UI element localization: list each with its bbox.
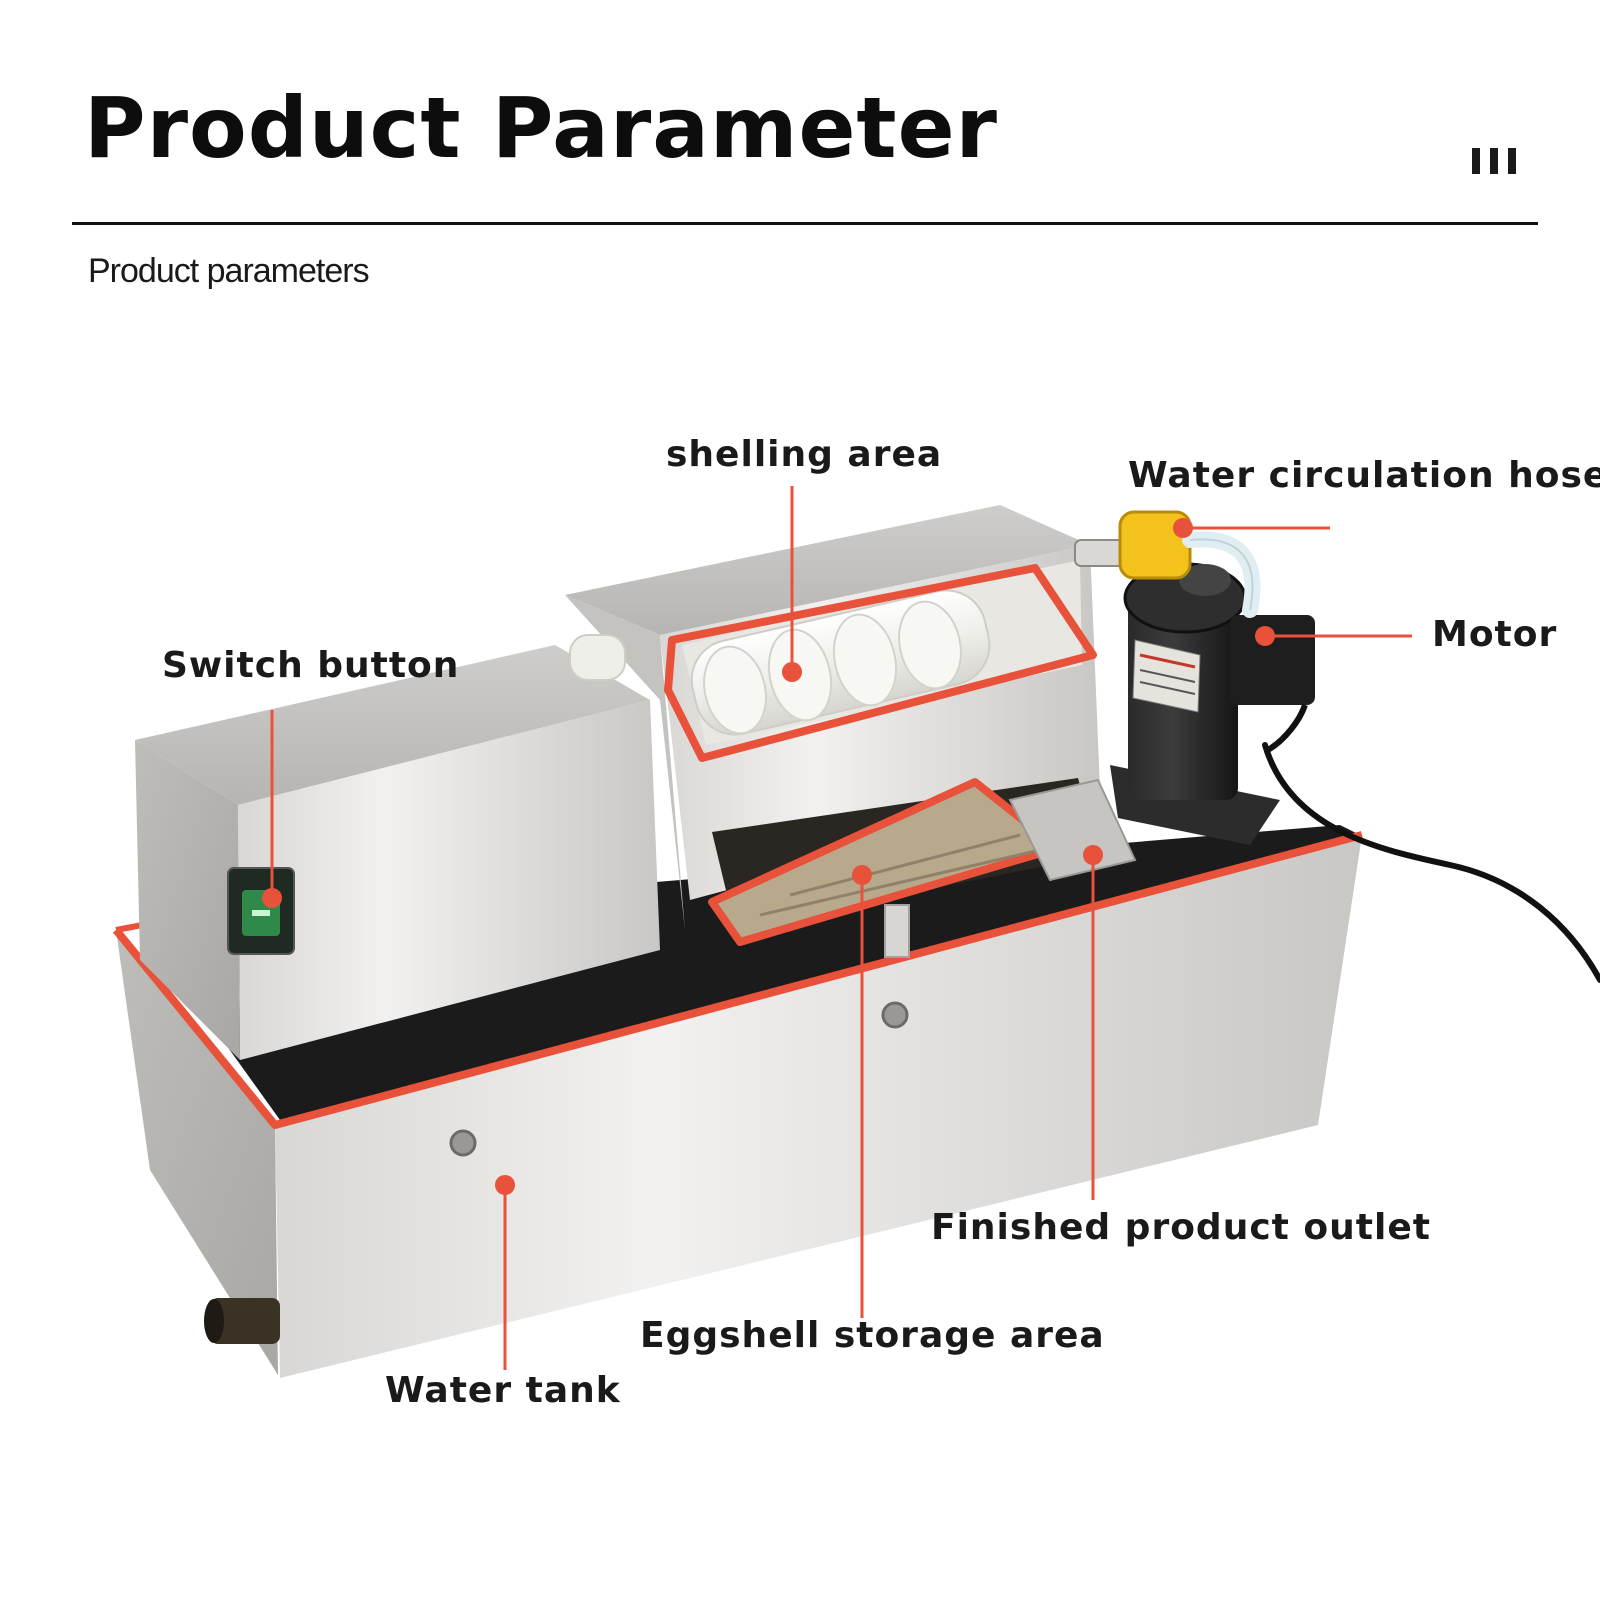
label-motor: Motor [1432,614,1558,655]
label-finished-product-outlet: Finished product outlet [931,1207,1431,1248]
finished-outlet-chute [1008,778,1137,882]
shelling-roller [690,589,991,736]
tank-inner [140,825,1360,1120]
label-eggshell-storage-area: Eggshell storage area [640,1315,1105,1356]
callout-dots [262,518,1275,1195]
label-water-circulation-hose: Water circulation hose [1128,455,1600,496]
tank-bolt [449,1129,477,1157]
power-cable [1262,742,1600,983]
label-switch-button: Switch button [162,645,460,686]
page-title: Product Parameter [84,79,998,177]
shelling-red-outline [664,564,1097,762]
housing-left [135,740,240,1060]
label-shelling-area: shelling area [666,434,943,475]
page-subtitle: Product parameters [88,252,370,290]
roller-end-cap [569,634,626,681]
motor-junction-box [1230,615,1315,705]
chamber-left [565,595,685,930]
tank-front-face [275,835,1362,1378]
menu-bars-icon [1472,148,1516,174]
tank-left-face [116,930,278,1375]
chamber-top [565,505,1090,635]
tank-bolt [881,1001,909,1029]
callout-leaders [270,486,1412,1370]
label-water-tank: Water tank [385,1370,621,1411]
tank-red-outline [112,831,1364,1129]
drain-valve [210,1298,280,1344]
housing-top [135,645,650,805]
header-divider [72,222,1538,225]
housing-front [238,700,660,1060]
